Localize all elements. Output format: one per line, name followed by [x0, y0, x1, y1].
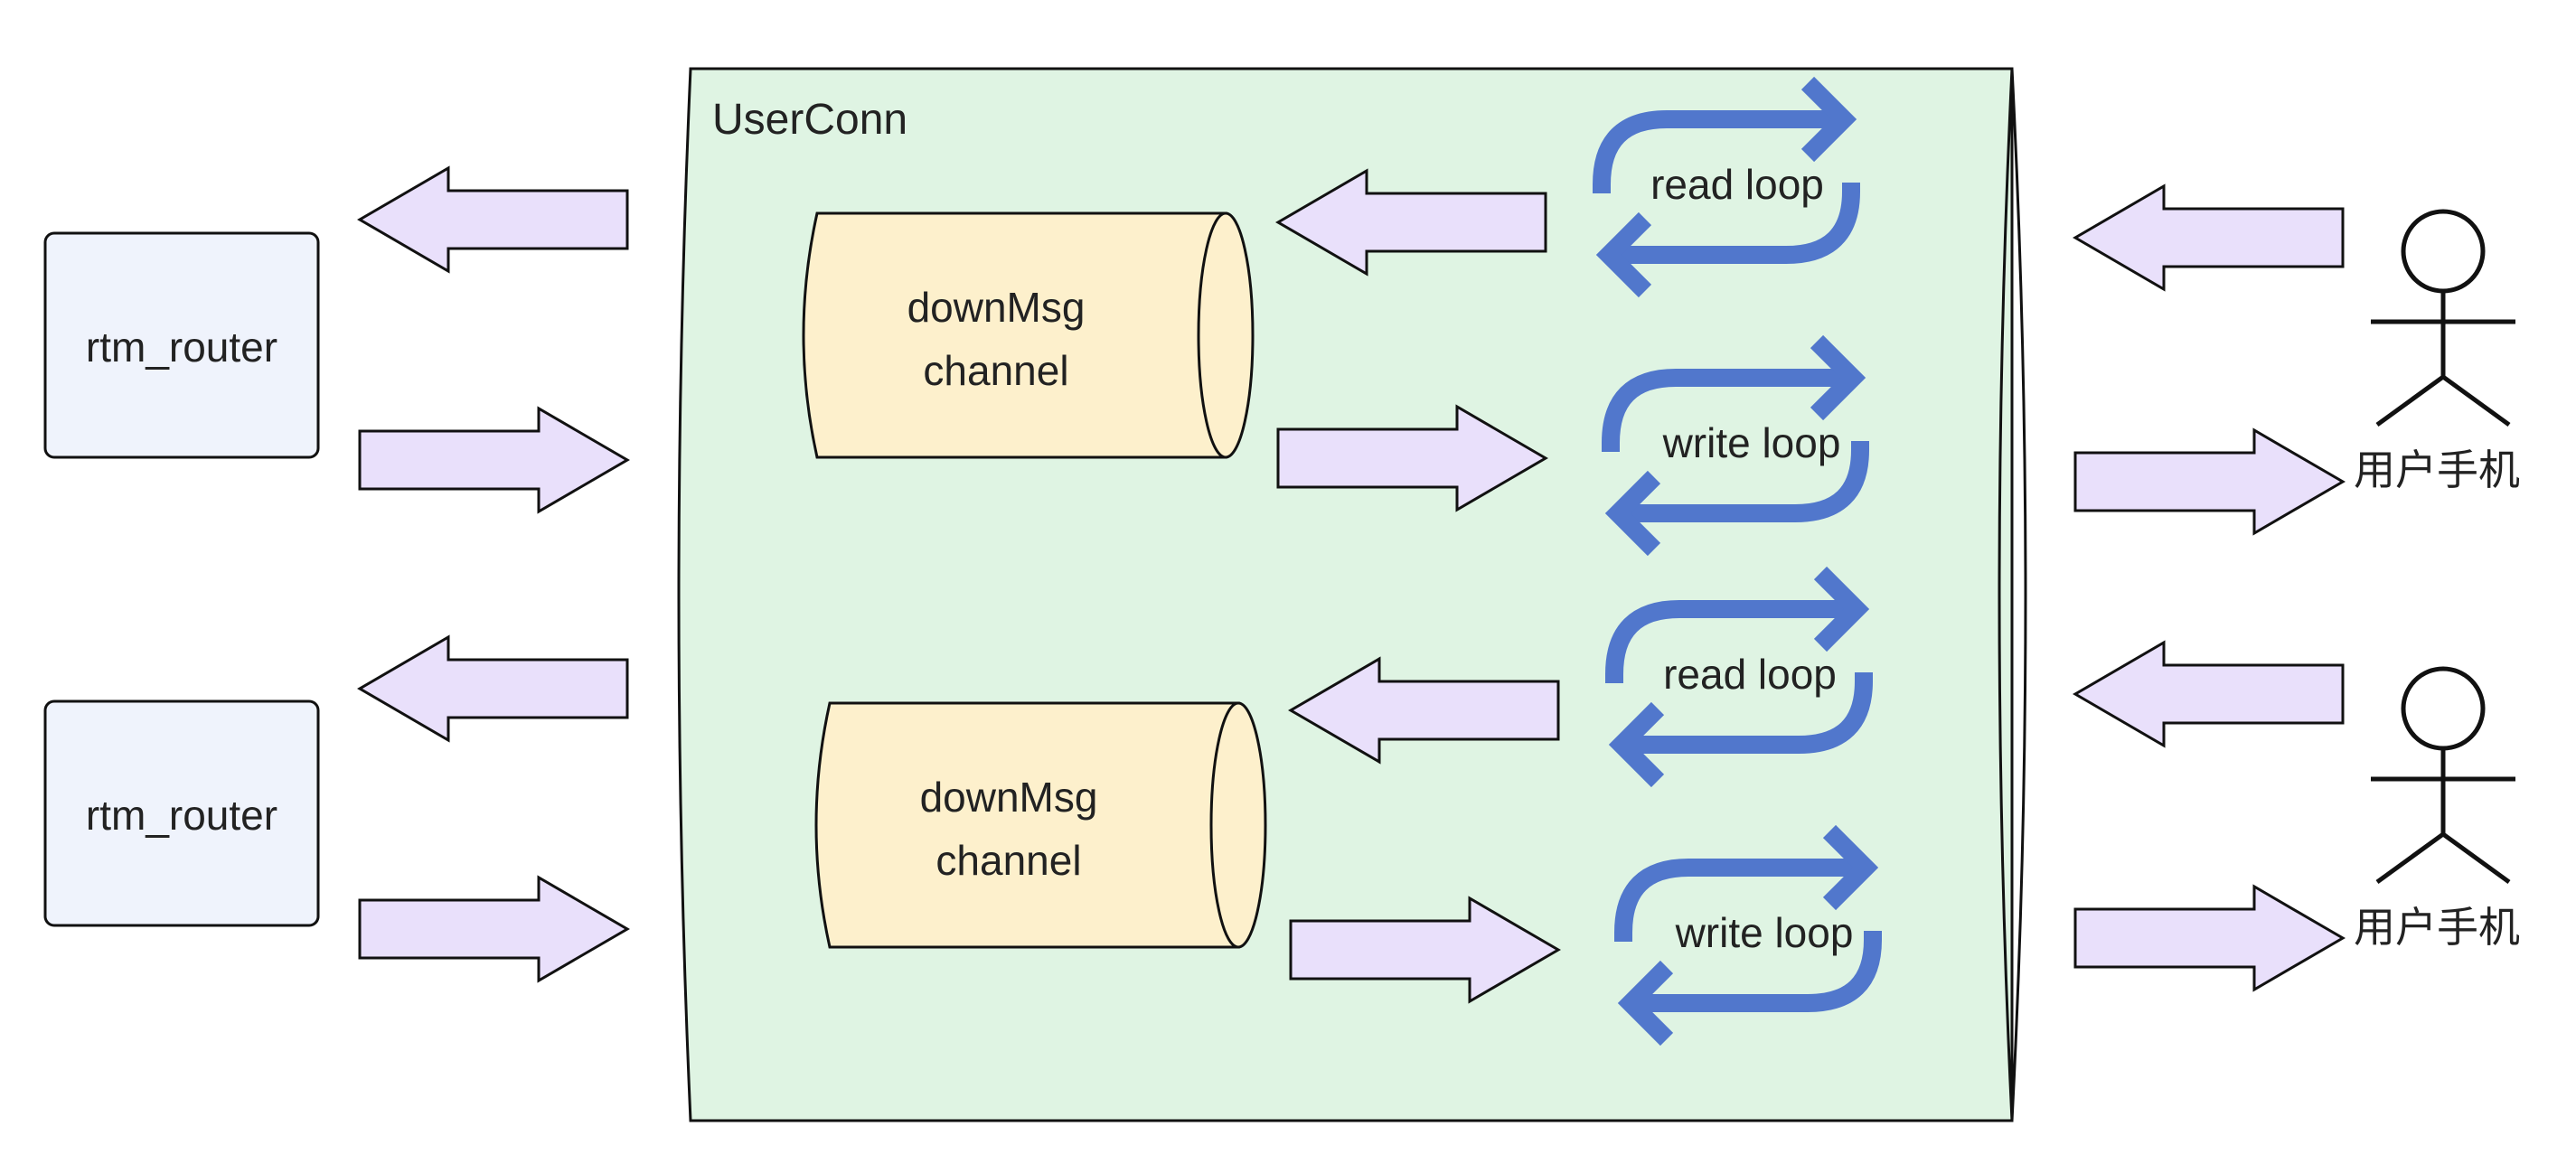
- stick-figure-icon: [2371, 669, 2515, 882]
- write-loop-1: write loop: [1611, 342, 1860, 549]
- arrow-left-user-2-in: [2073, 641, 2345, 747]
- channel-cylinder-2: downMsg channel: [814, 701, 1267, 949]
- router-label: rtm_router: [86, 792, 277, 839]
- loop-label: read loop: [1663, 651, 1837, 698]
- router-box-2: rtm_router: [43, 699, 320, 927]
- user-actor-2: 用户手机: [2354, 669, 2520, 951]
- arrow-right-router-2-in: [358, 876, 629, 982]
- read-loop-2: read loop: [1614, 573, 1864, 781]
- user-label: 用户手机: [2354, 904, 2520, 951]
- read-loop-1: read loop: [1602, 83, 1851, 291]
- arrow-right-user-1-out: [2073, 428, 2345, 535]
- container-label: UserConn: [712, 96, 907, 144]
- user-label: 用户手机: [2354, 446, 2520, 493]
- arrow-right-user-2-out: [2073, 885, 2345, 991]
- router-box-1: rtm_router: [43, 231, 320, 459]
- arrow-left-user-1-in: [2073, 184, 2345, 291]
- channel-label-line1: downMsg: [907, 284, 1086, 331]
- channel-cylinder-1: downMsg channel: [802, 211, 1255, 459]
- arrow-right-router-1-in: [358, 407, 629, 513]
- router-label: rtm_router: [86, 324, 277, 371]
- channel-label-line2: channel: [923, 347, 1068, 394]
- arrow-left-router-1-out: [358, 166, 629, 273]
- stick-figure-icon: [2371, 211, 2515, 425]
- channel-label-line1: downMsg: [920, 774, 1098, 821]
- channel-label-line2: channel: [935, 837, 1081, 884]
- arrow-left-router-2-out: [358, 635, 629, 742]
- loop-label: write loop: [1662, 419, 1841, 466]
- write-loop-2: write loop: [1623, 831, 1873, 1039]
- loop-label: read loop: [1650, 161, 1824, 208]
- user-actor-1: 用户手机: [2354, 211, 2520, 493]
- loop-label: write loop: [1675, 909, 1854, 956]
